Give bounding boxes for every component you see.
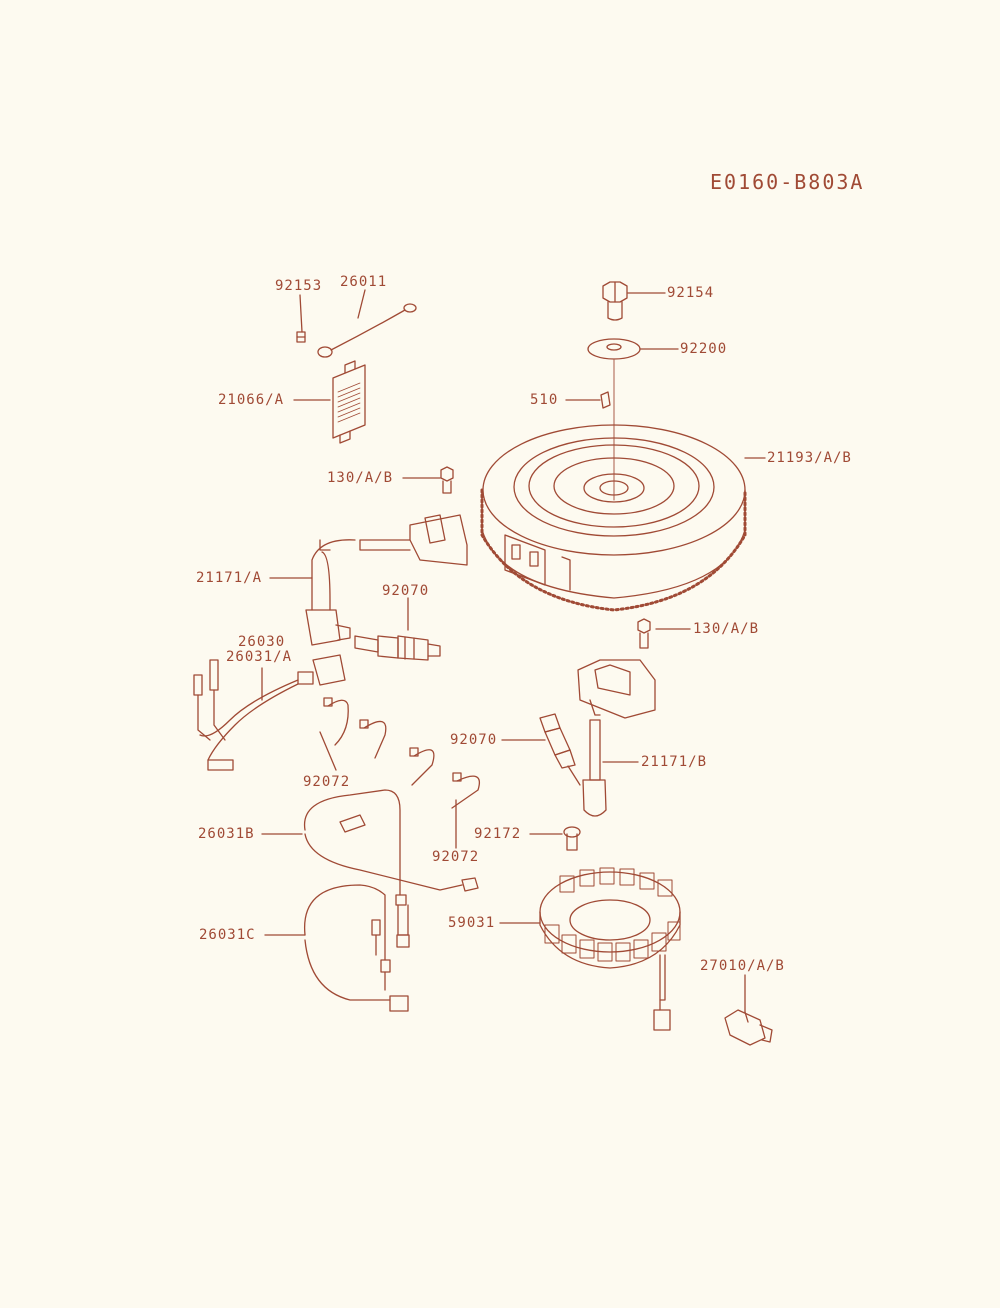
bolt-130-lower-icon <box>637 618 651 649</box>
label-92070-lower: 92070 <box>450 732 498 748</box>
label-26011: 26011 <box>340 274 388 290</box>
label-92070-upper: 92070 <box>382 583 430 599</box>
label-130-lower: 130/A/B <box>693 621 760 637</box>
wire-harness-26031c-icon <box>304 884 409 1012</box>
washer-92200-icon <box>587 338 641 360</box>
flywheel-21193-icon <box>480 424 747 612</box>
label-26031a: 26031/A <box>226 649 293 665</box>
label-21066: 21066/A <box>218 392 285 408</box>
ignition-coil-21171b-icon <box>577 659 656 817</box>
label-21193: 21193/A/B <box>767 450 852 466</box>
label-26030: 26030 <box>238 634 286 650</box>
label-59031: 59031 <box>448 915 496 931</box>
diagram-code: E0160-B803A <box>710 170 865 194</box>
label-92154: 92154 <box>667 285 715 301</box>
stator-59031-icon <box>539 867 681 1031</box>
regulator-21066-icon <box>332 360 366 444</box>
wire-harness-26031b-icon <box>303 789 479 948</box>
spark-plug-92070-upper-icon <box>354 635 441 661</box>
sensor-27010-icon <box>724 1009 773 1046</box>
clips-92072-icon <box>323 697 480 809</box>
label-21171b: 21171/B <box>641 754 708 770</box>
label-92200: 92200 <box>680 341 728 357</box>
leader-lines <box>261 289 766 1013</box>
label-26031c: 26031C <box>199 927 256 943</box>
wire-harness-26031a-icon <box>193 654 346 771</box>
label-21171a: 21171/A <box>196 570 263 586</box>
label-26031b: 26031B <box>198 826 255 842</box>
label-92172: 92172 <box>474 826 522 842</box>
spark-plug-92070-lower-icon <box>539 713 581 786</box>
ignition-coil-21171a-icon <box>305 514 468 646</box>
label-92072-left: 92072 <box>303 774 351 790</box>
bolt-130-upper-icon <box>440 466 454 494</box>
label-92153: 92153 <box>275 278 323 294</box>
label-92072-right: 92072 <box>432 849 480 865</box>
screw-92172-icon <box>563 826 581 851</box>
bolt-92154-icon <box>602 281 628 321</box>
label-130-upper: 130/A/B <box>327 470 394 486</box>
ground-wire-26011-icon <box>317 303 417 358</box>
key-510-icon <box>600 391 611 409</box>
screw-92153-icon <box>296 331 306 343</box>
label-27010: 27010/A/B <box>700 958 785 974</box>
label-510: 510 <box>530 392 559 408</box>
